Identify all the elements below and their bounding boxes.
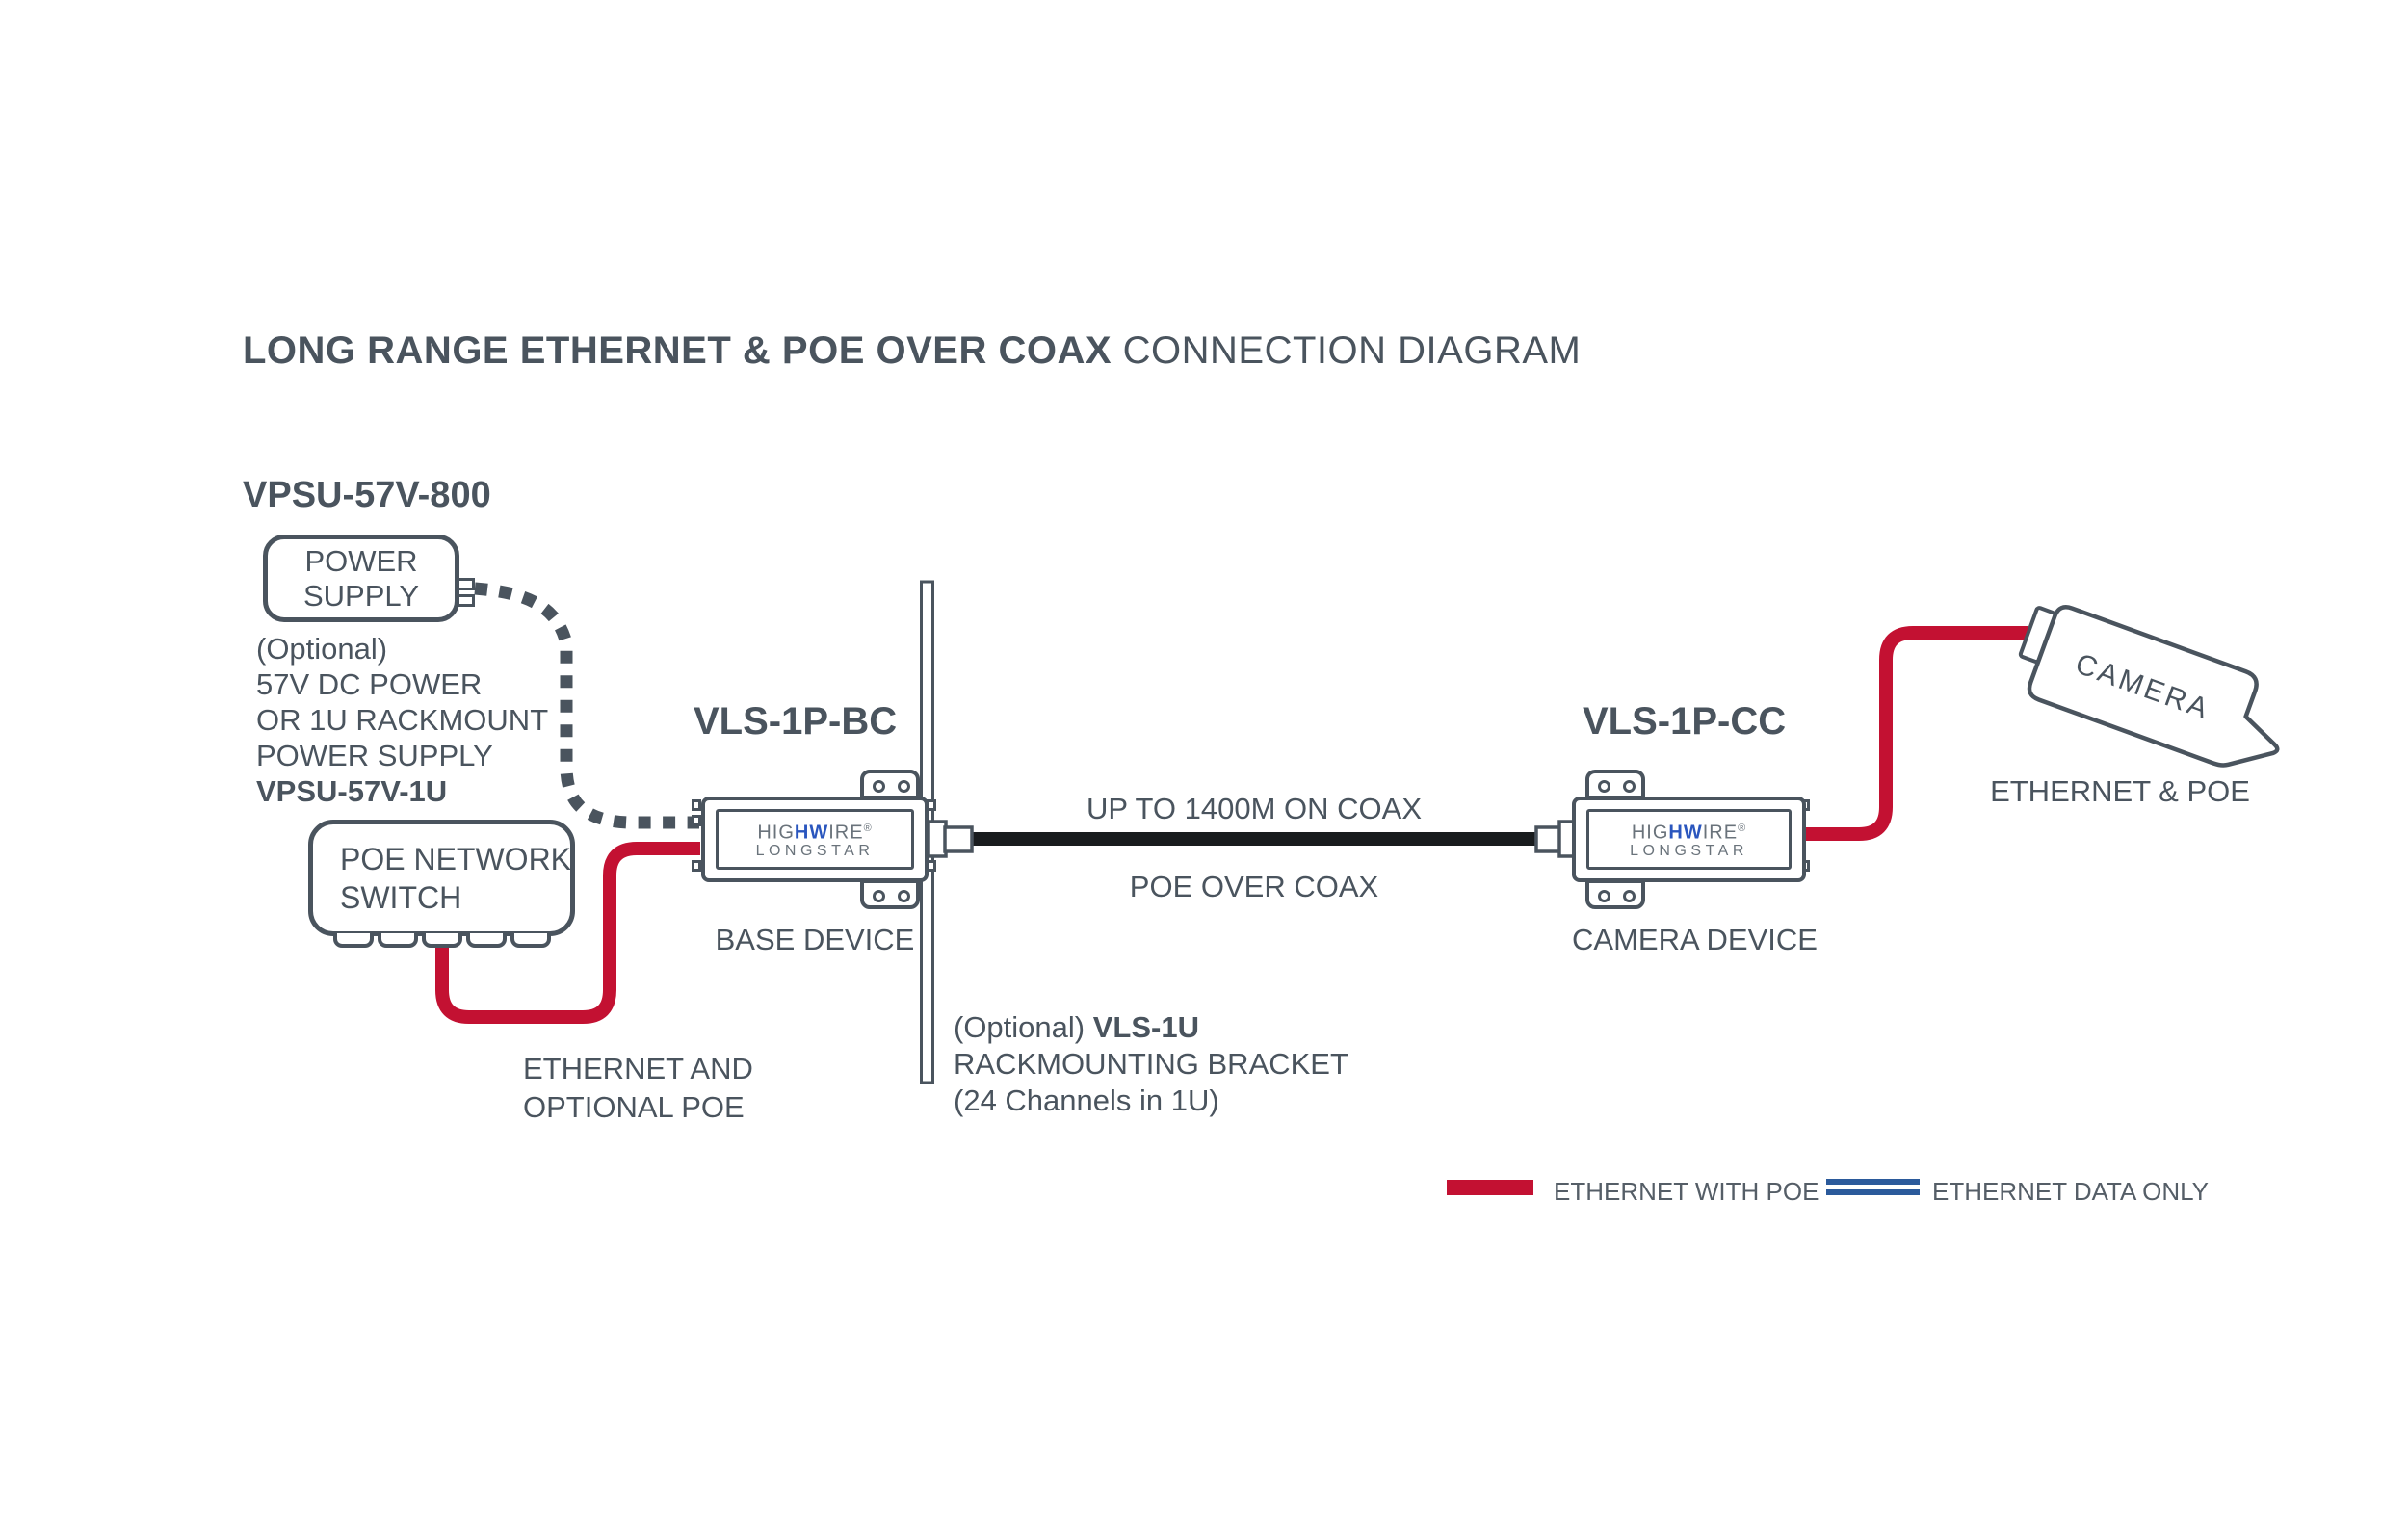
camera-caption: ETHERNET & POE <box>1990 774 2250 808</box>
caption-power-supply: POWER SUPPLY <box>256 739 493 772</box>
base-device-label: BASE DEVICE <box>715 923 915 956</box>
camera-device-body: HIGHWIRE® LONGSTAR <box>1572 797 1806 882</box>
coax-connector-base-barrel <box>943 825 974 853</box>
bracket-model: VLS-1U <box>1092 1010 1199 1044</box>
coax-distance-label: UP TO 1400M ON COAX <box>1086 792 1423 825</box>
legend-ethernet-data-only: ETHERNET DATA ONLY <box>1932 1177 2210 1206</box>
camera-device-bottom-tab <box>1585 879 1645 909</box>
camera-device-top-tab <box>1585 770 1645 799</box>
dc-power-cable-dashed <box>474 582 699 829</box>
bracket-caption-line3: (24 Channels in 1U) <box>954 1084 1219 1117</box>
camera-icon: CAMERA <box>2018 605 2280 768</box>
screw-hole-icon <box>1623 890 1636 902</box>
power-plug-prong-bottom <box>457 594 475 607</box>
longstar-logo: LONGSTAR <box>1630 843 1748 860</box>
logo-hig: HIG <box>1631 822 1669 844</box>
poe-switch-box: POE NETWORK SWITCH <box>308 820 575 936</box>
legend-blue-bar-bottom <box>1826 1189 1920 1195</box>
logo-ire: IRE <box>1702 822 1739 844</box>
caption-optional: (Optional) <box>256 632 388 666</box>
logo-registered-mark: ® <box>1738 822 1747 834</box>
coax-connectors <box>927 820 1577 858</box>
logo-registered-mark: ® <box>863 822 873 834</box>
power-supply-box-line1: POWER <box>304 543 418 578</box>
logo-ire: IRE <box>828 822 864 844</box>
power-supply-box: POWER SUPPLY <box>263 535 459 622</box>
poe-switch-line1: POE NETWORK <box>340 841 572 876</box>
power-supply-caption: (Optional) 57V DC POWER OR 1U RACKMOUNT … <box>256 631 548 809</box>
logo-hig: HIG <box>757 822 795 844</box>
base-device-top-tab <box>860 770 920 799</box>
camera-device-model: VLS-1P-CC <box>1583 700 1787 743</box>
screw-hole-icon <box>1598 780 1610 793</box>
logo-hw: HW <box>1668 822 1703 844</box>
screw-hole-icon <box>898 890 910 902</box>
highwire-logo: HIGHWIRE® <box>1632 819 1746 843</box>
switch-cable-label-line1: ETHERNET AND <box>523 1052 753 1085</box>
power-plug-prong-top <box>457 578 475 590</box>
switch-port-3 <box>422 933 462 948</box>
caption-rackmount: OR 1U RACKMOUNT <box>256 703 549 737</box>
base-device-left-nub-3 <box>692 860 701 872</box>
screw-hole-icon <box>873 780 885 793</box>
ethernet-poe-cable-left <box>435 842 700 1024</box>
base-device-model: VLS-1P-BC <box>694 700 898 743</box>
caption-model: VPSU-57V-1U <box>256 774 448 808</box>
switch-cable-label-line2: OPTIONAL POE <box>523 1090 745 1124</box>
switch-port-1 <box>333 933 374 948</box>
camera-device-faceplate: HIGHWIRE® LONGSTAR <box>1586 809 1792 870</box>
legend-blue-bar-top <box>1826 1179 1920 1185</box>
screw-hole-icon <box>1623 780 1636 793</box>
base-device-left-nub-1 <box>692 799 701 811</box>
page-title: LONG RANGE ETHERNET & POE OVER COAX CONN… <box>243 329 1581 373</box>
screw-hole-icon <box>898 780 910 793</box>
legend-red-swatch <box>1447 1180 1533 1195</box>
page-title-regular: CONNECTION DIAGRAM <box>1112 329 1582 372</box>
caption-57v: 57V DC POWER <box>256 667 483 701</box>
switch-port-2 <box>378 933 418 948</box>
legend-ethernet-with-poe: ETHERNET WITH POE <box>1554 1177 1819 1206</box>
coax-poe-label: POE OVER COAX <box>1129 870 1379 903</box>
base-device-bottom-tab <box>860 879 920 909</box>
screw-hole-icon <box>873 890 885 902</box>
poe-switch-line2: SWITCH <box>340 879 462 915</box>
switch-port-4 <box>466 933 507 948</box>
power-supply-model: VPSU-57V-800 <box>243 475 491 515</box>
screw-hole-icon <box>1598 890 1610 902</box>
bracket-caption-line2: RACKMOUNTING BRACKET <box>954 1047 1348 1081</box>
power-supply-box-line2: SUPPLY <box>302 578 420 613</box>
camera-device-label: CAMERA DEVICE <box>1572 923 1818 956</box>
base-device-body: HIGHWIRE® LONGSTAR <box>701 797 929 882</box>
switch-cable-label: ETHERNET AND OPTIONAL POE <box>523 1050 753 1127</box>
bracket-caption: (Optional) VLS-1U RACKMOUNTING BRACKET (… <box>954 1009 1348 1119</box>
page-title-bold: LONG RANGE ETHERNET & POE OVER COAX <box>243 329 1112 372</box>
ethernet-poe-cable-right <box>1806 626 2028 841</box>
logo-hw: HW <box>794 822 829 844</box>
switch-port-5 <box>510 933 551 948</box>
longstar-logo: LONGSTAR <box>755 843 875 860</box>
bracket-optional: (Optional) <box>954 1010 1093 1044</box>
camera-body <box>2027 605 2280 768</box>
base-device-left-nub-2 <box>692 815 701 826</box>
highwire-logo: HIGHWIRE® <box>757 819 872 843</box>
bracket-caption-line1: (Optional) VLS-1U <box>954 1009 1348 1046</box>
base-device-faceplate: HIGHWIRE® LONGSTAR <box>716 809 914 870</box>
